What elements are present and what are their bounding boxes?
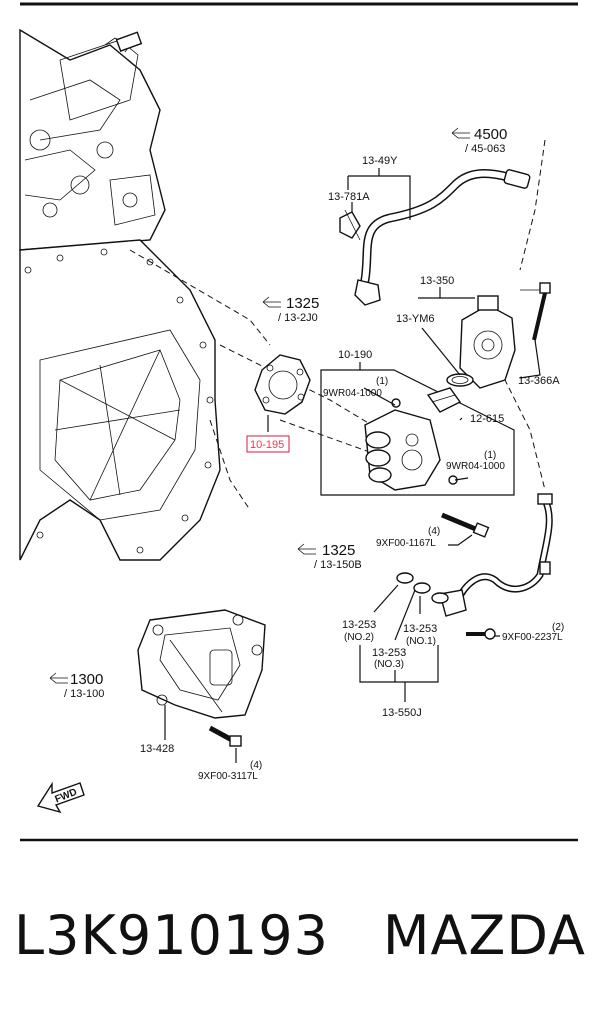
pump-body-drawing: [364, 387, 462, 491]
gasket-drawing: [254, 354, 311, 415]
label-9XF00-1167L[interactable]: 9XF00-1167L: [376, 538, 436, 549]
label-13-428[interactable]: 13-428: [140, 743, 174, 755]
fuel-pipe-drawing: [439, 493, 553, 640]
leader-13-253-no3: [394, 589, 416, 641]
label-13-781A[interactable]: 13-781A: [328, 191, 370, 203]
leader-13-YM6: [421, 327, 461, 376]
label-13-253-no3[interactable]: 13-253: [372, 647, 406, 659]
leader-4500: [519, 139, 546, 271]
bolt-1167-drawing: [441, 512, 490, 538]
label-9XF00-3117L[interactable]: 9XF00-3117L: [198, 771, 258, 782]
ref-1325-b-sub: / 13-150B: [314, 559, 362, 571]
part-number: L3K910193: [14, 903, 329, 967]
leader-9WR-a: [363, 387, 396, 406]
leader-13-253-no2: [373, 584, 399, 613]
fuel-pump-drawing: [446, 282, 551, 389]
ref-1325-a-sub: / 13-2J0: [278, 312, 318, 324]
parts-diagram: 4500 / 45-063 13-49Y 13-781A 1325 / 13-2…: [19, 2, 578, 842]
label-no1: (NO.1): [406, 636, 436, 647]
bolt-3117-drawing: [208, 725, 242, 747]
fuel-hose-drawing: [339, 169, 531, 306]
fwd-arrow-icon: [36, 781, 85, 814]
label-10-190[interactable]: 10-190: [338, 349, 372, 361]
label-13-350[interactable]: 13-350: [420, 275, 454, 287]
label-13-49Y[interactable]: 13-49Y: [362, 155, 398, 167]
ref-1300[interactable]: 1300: [70, 671, 103, 688]
label-13-550J[interactable]: 13-550J: [382, 707, 422, 719]
bracket-13-49Y: [348, 175, 411, 220]
bracket-13-350: [439, 287, 475, 299]
box-10-190: [320, 369, 515, 496]
label-9XF00-2237L[interactable]: 9XF00-2237L: [502, 632, 563, 643]
label-12-615[interactable]: 12-615: [470, 413, 504, 425]
ref-1325-b[interactable]: 1325: [322, 542, 355, 559]
label-13-253-no2[interactable]: 13-253: [342, 619, 376, 631]
label-fwd: FWD: [53, 787, 78, 806]
ref-pointer-icon: [49, 127, 470, 684]
leader-13-366A: [519, 339, 541, 379]
label-qty-2: (2): [552, 622, 564, 633]
bracket-13-550J: [359, 645, 439, 683]
label-no2: (NO.2): [344, 632, 374, 643]
label-qty-4-a: (4): [428, 526, 440, 537]
footer-caption: L3K910193 MAZDA: [0, 880, 600, 990]
label-13-YM6[interactable]: 13-YM6: [396, 313, 435, 325]
engine-block-drawing: [19, 28, 221, 561]
mount-bracket-drawing: [137, 609, 266, 719]
label-qty-1-b: (1): [484, 450, 496, 461]
label-9WR04-1000-a[interactable]: 9WR04-1000: [323, 388, 382, 399]
brand-name: MAZDA: [382, 903, 586, 967]
highlight-box-10-195: [246, 435, 290, 453]
label-13-366A[interactable]: 13-366A: [518, 375, 560, 387]
leader-12-615: [459, 417, 463, 421]
leader-9XF-1167: [448, 534, 473, 546]
label-qty-1-a: (1): [376, 376, 388, 387]
ref-1300-sub: / 13-100: [64, 688, 104, 700]
ref-4500-sub: / 45-063: [465, 143, 505, 155]
o-rings-drawing: [396, 572, 449, 604]
leader-9WR-b: [454, 477, 469, 481]
label-9WR04-1000-b[interactable]: 9WR04-1000: [446, 461, 505, 472]
ref-1325-a[interactable]: 1325: [286, 295, 319, 312]
leader-lower: [209, 419, 251, 511]
label-10-195[interactable]: 10-195: [250, 439, 284, 451]
leader-pump-body: [219, 344, 381, 431]
leader-pipe: [499, 369, 546, 491]
ref-4500[interactable]: 4500: [474, 126, 507, 143]
label-13-253-no1[interactable]: 13-253: [403, 623, 437, 635]
label-qty-4-b: (4): [250, 760, 262, 771]
label-no3: (NO.3): [374, 659, 404, 670]
leader-gasket: [129, 249, 271, 346]
